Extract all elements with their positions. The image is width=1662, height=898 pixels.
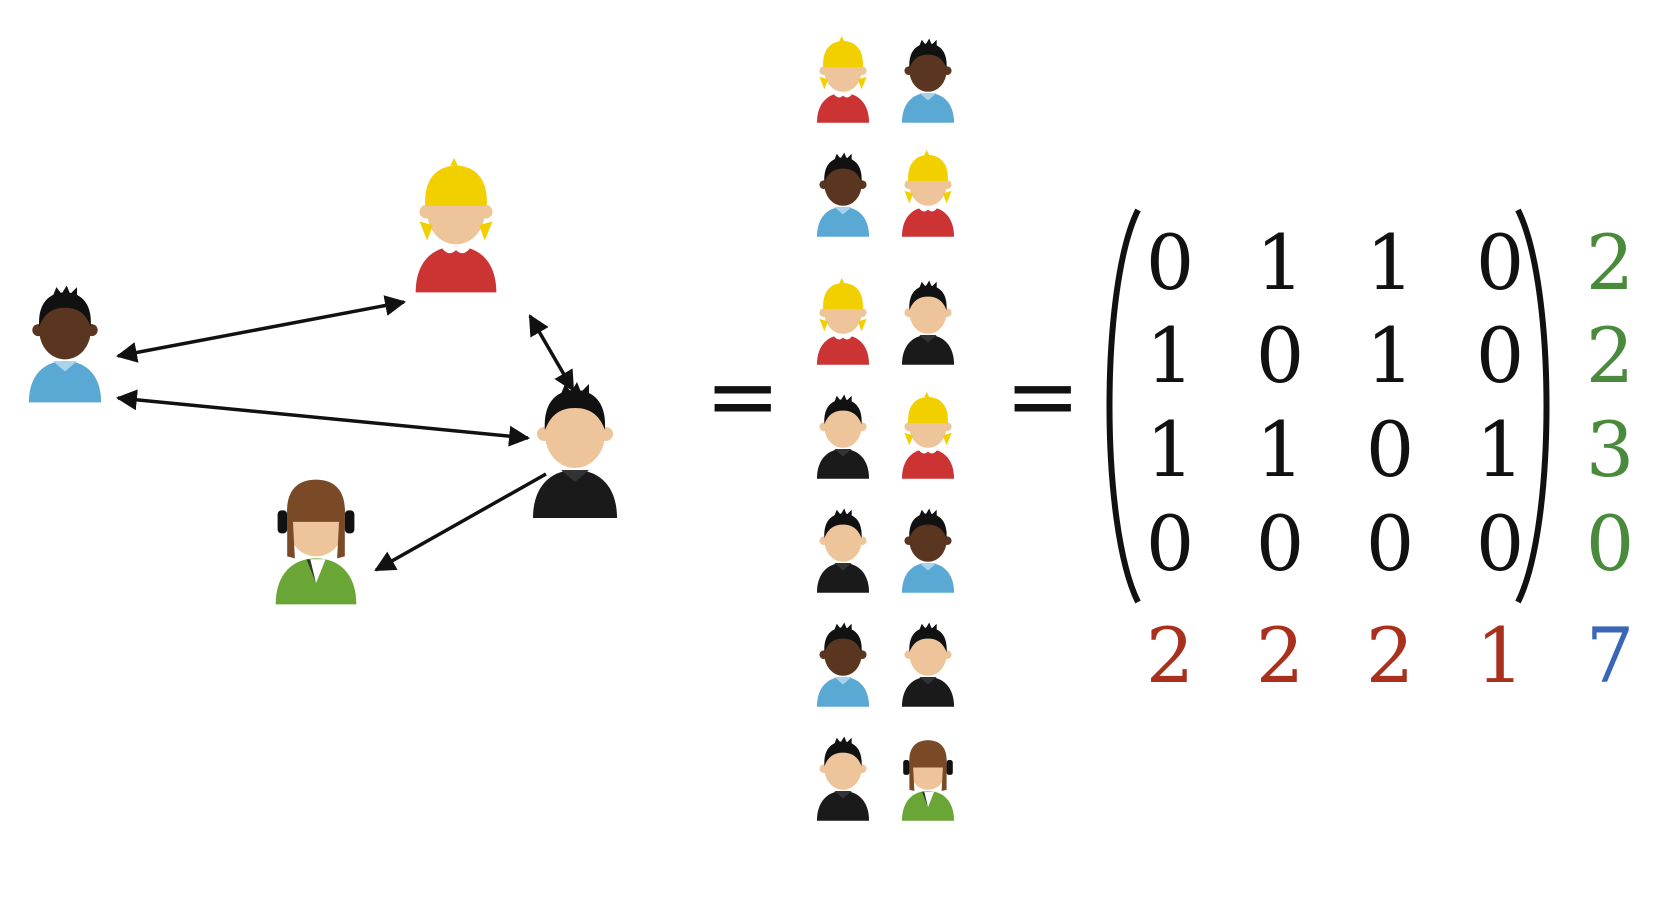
matrix-cell: 0 xyxy=(1255,499,1305,588)
edge-pair xyxy=(816,150,955,237)
matrix-cell: 0 xyxy=(1365,499,1415,588)
boy-black-shirt-icon xyxy=(901,622,955,707)
boy-black-shirt-icon xyxy=(533,382,617,518)
edge-pair xyxy=(816,278,955,365)
boy-black-shirt-icon xyxy=(816,394,870,479)
left-parenthesis xyxy=(1094,206,1144,610)
matrix-cell: 1 xyxy=(1365,311,1415,400)
column-sum: 1 xyxy=(1475,611,1525,700)
column-sum: 2 xyxy=(1145,611,1195,700)
matrix-cell: 0 xyxy=(1475,499,1525,588)
girl-green-shirt-headphones-icon xyxy=(275,479,357,605)
boy-blue-shirt-icon xyxy=(816,152,870,237)
row-sum: 2 xyxy=(1585,311,1635,400)
equals-sign-2: = xyxy=(1005,344,1081,449)
directed-edge xyxy=(374,472,547,572)
edge-pair xyxy=(816,508,955,593)
boy-black-shirt-icon xyxy=(816,736,870,821)
boy-blue-shirt-icon xyxy=(816,622,870,707)
girl-red-shirt-icon xyxy=(415,158,497,293)
boy-black-shirt-icon xyxy=(901,280,955,365)
matrix-cell: 0 xyxy=(1475,218,1525,307)
matrix-cell: 1 xyxy=(1255,218,1305,307)
edge-pair xyxy=(816,36,955,123)
matrix-cell: 1 xyxy=(1255,405,1305,494)
matrix-cell: 1 xyxy=(1145,311,1195,400)
matrix-cell: 0 xyxy=(1475,311,1525,400)
edge-pair xyxy=(816,392,955,479)
bidirectional-edge xyxy=(115,295,407,363)
girl-red-shirt-icon xyxy=(901,392,955,479)
girl-red-shirt-icon xyxy=(816,36,870,123)
boy-blue-shirt-icon xyxy=(28,285,102,403)
matrix-cell: 1 xyxy=(1365,218,1415,307)
matrix-cell: 0 xyxy=(1365,405,1415,494)
matrix-cell: 0 xyxy=(1255,311,1305,400)
right-parenthesis xyxy=(1512,206,1562,610)
equals-sign-1: = xyxy=(705,344,781,449)
edge-pair xyxy=(816,736,955,821)
girl-green-shirt-headphones-icon xyxy=(901,740,955,821)
girl-red-shirt-icon xyxy=(816,278,870,365)
matrix-cell: 1 xyxy=(1145,405,1195,494)
edge-pair xyxy=(816,622,955,707)
matrix-cell: 1 xyxy=(1475,405,1525,494)
row-sum: 3 xyxy=(1585,405,1635,494)
boy-black-shirt-icon xyxy=(816,508,870,593)
column-sum: 2 xyxy=(1255,611,1305,700)
girl-red-shirt-icon xyxy=(901,150,955,237)
row-sum: 2 xyxy=(1585,218,1635,307)
matrix-cell: 0 xyxy=(1145,499,1195,588)
boy-blue-shirt-icon xyxy=(901,508,955,593)
bidirectional-edge xyxy=(115,389,531,447)
matrix-cell: 0 xyxy=(1145,218,1195,307)
row-sum: 0 xyxy=(1585,499,1635,588)
boy-blue-shirt-icon xyxy=(901,38,955,123)
column-sum: 2 xyxy=(1365,611,1415,700)
total-sum: 7 xyxy=(1585,611,1635,700)
bidirectional-edge xyxy=(528,314,575,392)
